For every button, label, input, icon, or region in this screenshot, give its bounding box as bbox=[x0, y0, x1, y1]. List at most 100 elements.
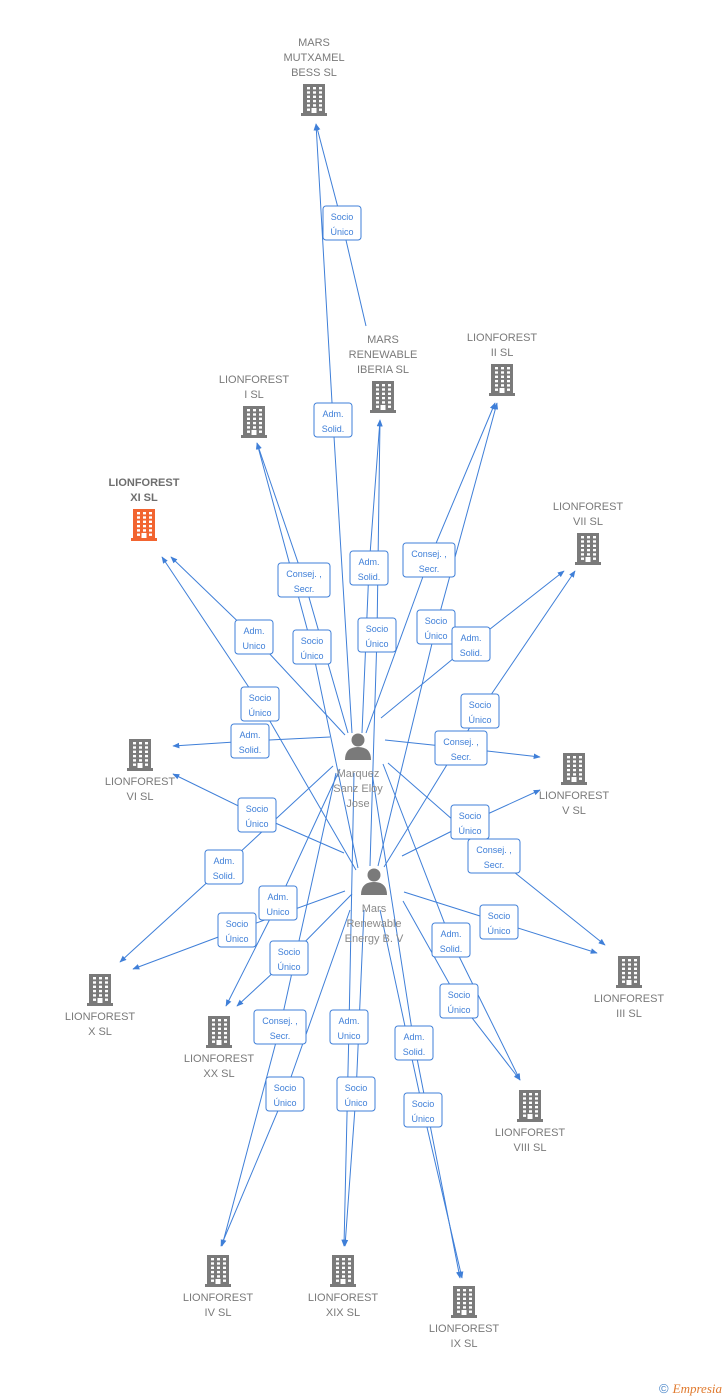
edge-label-box bbox=[204, 849, 244, 885]
building-icon bbox=[241, 406, 267, 438]
edge-label-text: Socio bbox=[345, 1083, 368, 1093]
copyright-symbol: © bbox=[659, 1381, 669, 1396]
edge-label-text: Socio bbox=[331, 212, 354, 222]
edge-label[interactable]: Adm.Unico bbox=[234, 619, 274, 655]
edge-label-text: Secr. bbox=[484, 860, 505, 870]
edge-label-box bbox=[269, 940, 309, 976]
edge-label[interactable]: Adm.Unico bbox=[329, 1009, 369, 1045]
building-icon bbox=[517, 1090, 543, 1122]
edge-label-text: Único bbox=[487, 926, 510, 936]
edge-label[interactable]: Adm.Solid. bbox=[394, 1025, 434, 1061]
edge-label-text: Secr. bbox=[419, 564, 440, 574]
edge-label-text: Socio bbox=[226, 919, 249, 929]
edge-label[interactable]: Adm.Solid. bbox=[230, 723, 270, 759]
company-label-line: X SL bbox=[88, 1026, 112, 1038]
building-icon bbox=[87, 974, 113, 1006]
edge-label-text: Consej. , bbox=[286, 569, 322, 579]
footer-brand[interactable]: ©Empresia bbox=[659, 1381, 722, 1397]
edge-label[interactable]: Consej. , Secr. bbox=[402, 542, 456, 578]
company-label-line: LIONFOREST bbox=[429, 1323, 500, 1335]
brand-name: Empresia bbox=[672, 1381, 722, 1396]
edge-label-text: Consej. , bbox=[411, 549, 447, 559]
edge-label-box bbox=[265, 1076, 305, 1112]
edge-label-box bbox=[460, 693, 500, 729]
building-icon bbox=[330, 1255, 356, 1287]
edge-label-text: Consej. , bbox=[476, 845, 512, 855]
edge-label-text: Único bbox=[225, 934, 248, 944]
edge-label-text: Socio bbox=[425, 616, 448, 626]
edge-label[interactable]: Consej. , Secr. bbox=[467, 838, 521, 874]
edge-label-box bbox=[479, 904, 519, 940]
company-label-line: RENEWABLE bbox=[349, 349, 418, 361]
edge-label-box bbox=[234, 619, 274, 655]
edge-label[interactable]: Adm.Solid. bbox=[313, 402, 353, 438]
edge-label-text: Único bbox=[300, 651, 323, 661]
edge-label-text: Único bbox=[468, 715, 491, 725]
company-label-line: LIONFOREST bbox=[105, 776, 176, 788]
edge-label-text: Adm. bbox=[358, 557, 379, 567]
edge-label-text: Socio bbox=[469, 700, 492, 710]
edge-label-text: Único bbox=[365, 639, 388, 649]
edge-label[interactable]: Adm.Solid. bbox=[349, 550, 389, 586]
edge-label[interactable]: Adm.Solid. bbox=[204, 849, 244, 885]
company-label-line: BESS SL bbox=[291, 67, 337, 79]
edge-label[interactable]: Consej. , Secr. bbox=[277, 562, 331, 598]
company-label-line: XI SL bbox=[130, 492, 158, 504]
edge-label-text: Único bbox=[273, 1098, 296, 1108]
edge-label[interactable]: Consej. ,Secr. bbox=[253, 1009, 307, 1045]
edge-label-box bbox=[336, 1076, 376, 1112]
edge-label[interactable]: Adm.Unico bbox=[258, 885, 298, 921]
edge-label-text: Unico bbox=[266, 907, 289, 917]
edge-label-box bbox=[277, 562, 331, 598]
building-icon bbox=[616, 956, 642, 988]
edge-label-box bbox=[402, 542, 456, 578]
company-label-line: IBERIA SL bbox=[357, 364, 409, 376]
edge-label-box bbox=[394, 1025, 434, 1061]
edge-label-box bbox=[434, 730, 488, 766]
edge-label-box bbox=[253, 1009, 307, 1045]
edge-label-text: Socio bbox=[301, 636, 324, 646]
building-icon bbox=[451, 1286, 477, 1318]
company-label-line: I SL bbox=[244, 389, 264, 401]
edge-label[interactable]: Adm.Solid. bbox=[431, 922, 471, 958]
edge-label-text: Adm. bbox=[243, 626, 264, 636]
edge-label-text: Secr. bbox=[294, 584, 315, 594]
company-label-line: LIONFOREST bbox=[308, 1292, 379, 1304]
edge-label[interactable]: Consej. ,Secr. bbox=[434, 730, 488, 766]
edge-label[interactable]: Adm.Solid. bbox=[451, 626, 491, 662]
edge-label-text: Socio bbox=[246, 804, 269, 814]
